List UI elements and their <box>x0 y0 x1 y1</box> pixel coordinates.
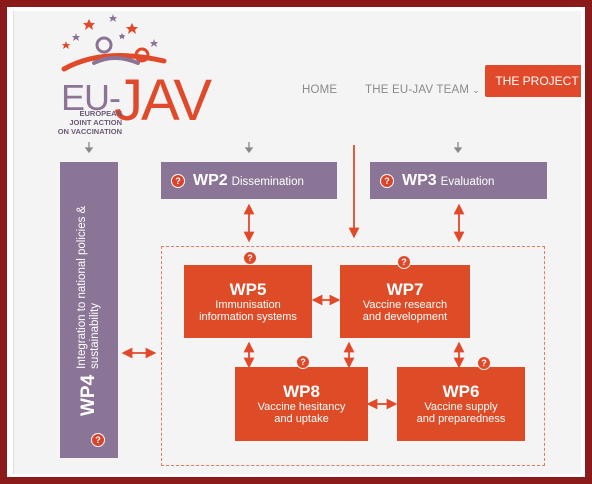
logo-stars-graphic <box>61 14 167 72</box>
question-icon[interactable]: ? <box>91 433 105 447</box>
nav-home[interactable]: HOME <box>302 84 338 96</box>
wp6-box[interactable]: WP6 Vaccine supply and preparedness <box>397 367 525 441</box>
page: EU- JAV EUROPEAN JOINT ACTION ON VACCINA… <box>13 11 581 474</box>
logo-subtitle-line: JOINT ACTION <box>69 118 122 127</box>
wp7-desc-line2: and development <box>362 310 448 323</box>
wp2-box[interactable]: ? WP2 Dissemination <box>161 162 337 199</box>
wp2-desc: Dissemination <box>231 176 304 188</box>
question-icon[interactable]: ? <box>243 251 257 265</box>
wp7-box[interactable]: WP7 Vaccine research and development <box>340 265 470 338</box>
wp5-desc-line2: information systems <box>199 310 297 323</box>
wp8-desc-line1: Vaccine hesitancy <box>257 401 346 413</box>
wp6-title: WP6 <box>442 382 480 401</box>
nav-team-label: THE EU-JAV TEAM <box>365 84 470 96</box>
wp2-title: WP2 <box>193 171 228 189</box>
wp4-box[interactable]: WP4 Integration to national policies & s… <box>60 162 118 458</box>
logo-jav-text: JAV <box>114 68 212 133</box>
wp7-desc-line1: Vaccine research <box>362 298 448 311</box>
wp5-desc-line1: Immunisation <box>215 298 281 311</box>
wp3-desc: Evaluation <box>440 176 495 188</box>
nav-project-button[interactable]: THE PROJECT <box>485 65 581 97</box>
wp6-desc-line2: and preparedness <box>416 413 506 425</box>
core-work-packages-group <box>161 246 545 466</box>
question-icon[interactable]: ? <box>477 356 491 370</box>
question-icon[interactable]: ? <box>296 355 310 369</box>
diagram-arrows <box>84 142 465 410</box>
nav-team[interactable]: THE EU-JAV TEAM⌄ <box>365 84 480 96</box>
wp8-title: WP8 <box>283 382 320 401</box>
wp5-box[interactable]: WP5 Immunisation information systems <box>184 265 312 338</box>
wp4-desc: Integration to national policies & susta… <box>76 205 101 369</box>
question-icon[interactable]: ? <box>397 255 411 269</box>
logo-eu-text: EU- <box>61 77 121 118</box>
wp5-title: WP5 <box>229 279 267 299</box>
wp3-title: WP3 <box>402 171 437 189</box>
wp4-title: WP4 <box>78 374 99 416</box>
chevron-down-icon: ⌄ <box>472 85 480 95</box>
wp8-box[interactable]: WP8 Vaccine hesitancy and uptake <box>235 367 368 441</box>
question-icon[interactable]: ? <box>171 173 185 188</box>
question-icon[interactable]: ? <box>380 173 394 188</box>
eu-jav-logo[interactable]: EU- JAV EUROPEAN JOINT ACTION ON VACCINA… <box>14 11 212 151</box>
logo-subtitle-line: ON VACCINATION <box>57 127 122 136</box>
logo-subtitle: EUROPEAN JOINT ACTION ON VACCINATION <box>14 109 122 136</box>
wp7-title: WP7 <box>386 279 424 299</box>
wp4-rotated-label: WP4 Integration to national policies & s… <box>60 162 118 452</box>
wp3-box[interactable]: ? WP3 Evaluation <box>370 162 547 199</box>
wp6-desc-line1: Vaccine supply <box>424 401 498 413</box>
logo-subtitle-line: EUROPEAN <box>79 109 122 118</box>
wp8-desc-line2: and uptake <box>274 413 329 425</box>
